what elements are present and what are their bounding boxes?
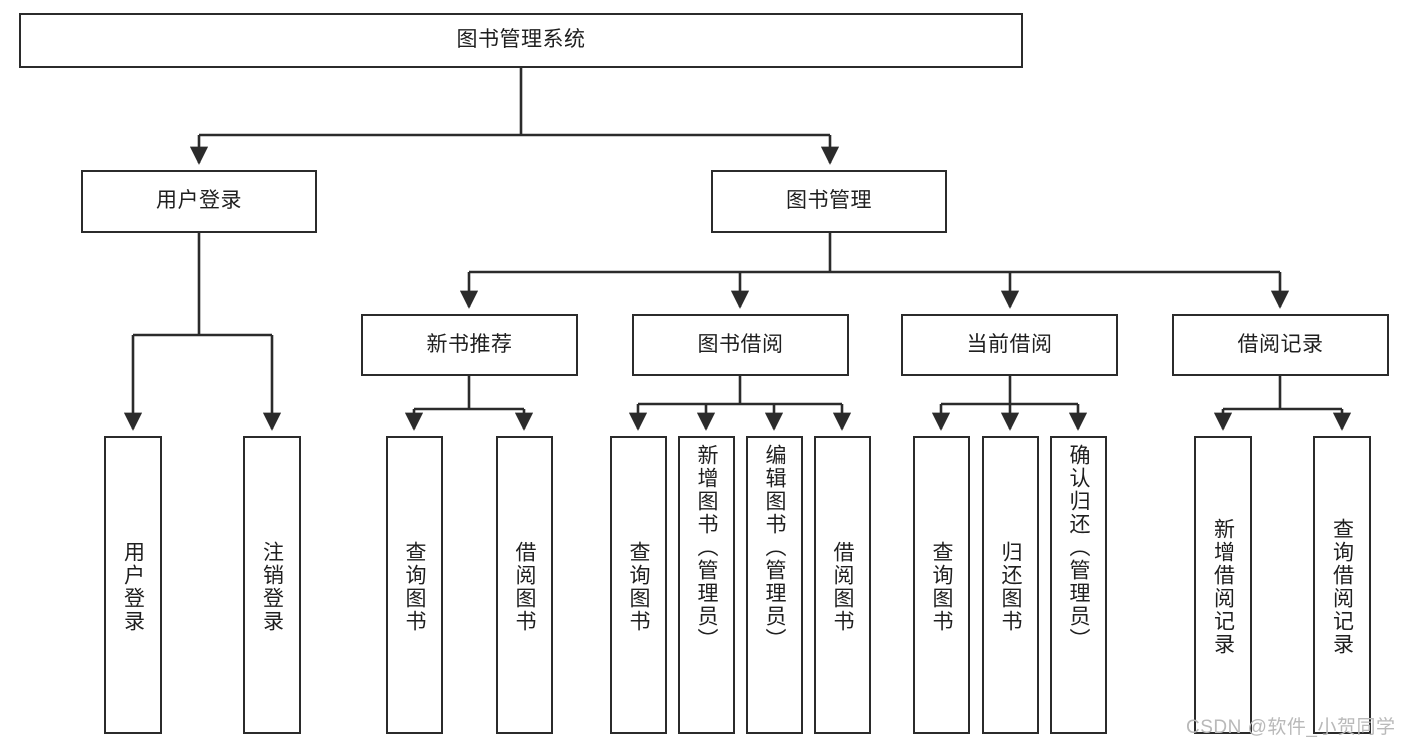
node-label: 查询图书 — [930, 541, 953, 633]
node-root-book-management-system[interactable]: 图书管理系统 — [19, 13, 1023, 68]
leaf-query-book-current[interactable]: 查询图书 — [913, 436, 970, 734]
leaf-add-book-admin[interactable]: 新增图书（管理员） — [678, 436, 735, 734]
leaf-logout[interactable]: 注销登录 — [243, 436, 301, 734]
node-label: 图书管理系统 — [456, 28, 586, 52]
leaf-borrow-book-recommend[interactable]: 借阅图书 — [496, 436, 553, 734]
node-label: 借阅图书 — [513, 541, 536, 633]
node-label: 图书借阅 — [697, 332, 784, 356]
node-label: 图书管理 — [786, 189, 872, 213]
leaf-borrow-book[interactable]: 借阅图书 — [814, 436, 871, 734]
leaf-edit-book-admin[interactable]: 编辑图书（管理员） — [746, 436, 803, 734]
leaf-query-borrow-record[interactable]: 查询借阅记录 — [1313, 436, 1371, 734]
csdn-watermark: CSDN @软件_小贺同学 — [1186, 717, 1396, 738]
leaf-return-book[interactable]: 归还图书 — [982, 436, 1039, 734]
node-label: 用户登录 — [156, 189, 242, 213]
node-label: 新增借阅记录 — [1211, 518, 1235, 656]
leaf-confirm-return-admin[interactable]: 确认归还（管理员） — [1050, 436, 1107, 734]
leaf-query-book-borrow[interactable]: 查询图书 — [610, 436, 667, 734]
node-user-login[interactable]: 用户登录 — [81, 170, 317, 233]
node-label: 注销登录 — [260, 541, 284, 633]
node-label: 查询借阅记录 — [1330, 518, 1354, 656]
node-label: 编辑图书（管理员） — [763, 444, 786, 651]
node-label: 新增图书（管理员） — [695, 444, 718, 651]
leaf-add-borrow-record[interactable]: 新增借阅记录 — [1194, 436, 1252, 734]
node-book-borrowing[interactable]: 图书借阅 — [632, 314, 849, 376]
node-borrowing-record[interactable]: 借阅记录 — [1172, 314, 1389, 376]
node-label: 新书推荐 — [426, 332, 513, 356]
node-label: 确认归还（管理员） — [1067, 444, 1090, 651]
node-new-book-recommendation[interactable]: 新书推荐 — [361, 314, 578, 376]
node-label: 借阅图书 — [831, 541, 854, 633]
node-book-management[interactable]: 图书管理 — [711, 170, 947, 233]
node-label: 查询图书 — [403, 541, 426, 633]
node-label: 用户登录 — [121, 541, 145, 633]
leaf-query-book-recommend[interactable]: 查询图书 — [386, 436, 443, 734]
node-label: 归还图书 — [999, 541, 1022, 633]
node-label: 借阅记录 — [1237, 332, 1324, 356]
node-label: 查询图书 — [627, 541, 650, 633]
leaf-user-login[interactable]: 用户登录 — [104, 436, 162, 734]
node-label: 当前借阅 — [966, 332, 1053, 356]
node-current-borrowing[interactable]: 当前借阅 — [901, 314, 1118, 376]
